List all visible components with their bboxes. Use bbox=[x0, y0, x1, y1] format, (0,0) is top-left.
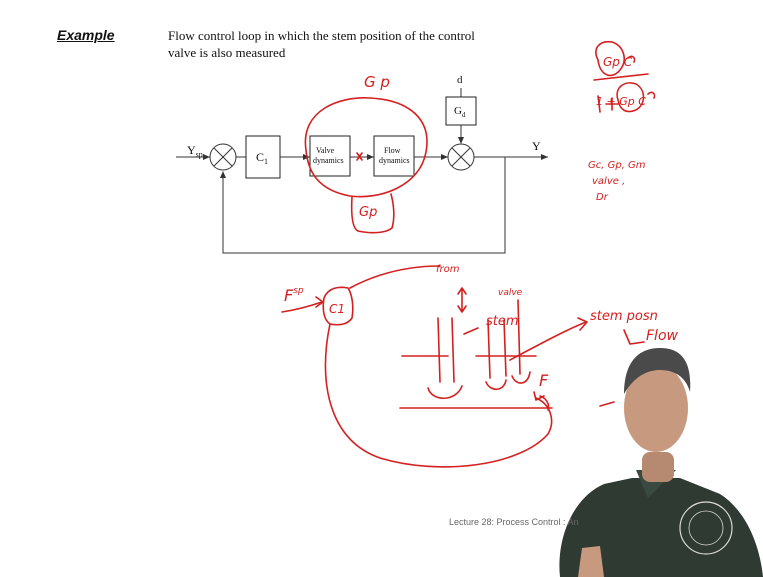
stem-tick bbox=[464, 328, 478, 334]
flow-dynamics-label-1: Flow bbox=[384, 146, 401, 155]
f-setpoint-label: Fsp bbox=[284, 286, 304, 305]
presenter-hand bbox=[578, 546, 604, 577]
presenter-neck bbox=[642, 452, 674, 482]
valve-plug bbox=[428, 386, 462, 398]
stem-rod bbox=[438, 318, 454, 382]
valve-label: valve bbox=[498, 288, 523, 298]
gp-box-label: Gp bbox=[359, 205, 377, 220]
tf-numerator: Gp C bbox=[603, 55, 633, 69]
double-arrow bbox=[458, 288, 466, 312]
fraction-bar bbox=[594, 74, 648, 80]
output-arrow bbox=[541, 154, 548, 160]
valve-arrow bbox=[367, 154, 374, 160]
c-mark-bottom bbox=[648, 92, 655, 98]
valve-dynamics-label-1: Valve bbox=[316, 146, 335, 155]
disturbance-arrow bbox=[458, 137, 464, 144]
c1-to-from bbox=[350, 266, 440, 288]
output-label: Y bbox=[532, 139, 541, 153]
stem-position-note: stem posn bbox=[590, 309, 658, 324]
disturbance-label: d bbox=[457, 74, 463, 86]
flow-note: Flow bbox=[646, 328, 679, 344]
gp-top-label: G p bbox=[364, 73, 390, 91]
printed-diagram: Ysp Y d C1 Gd Valve dynamics Flow dynami… bbox=[176, 74, 548, 253]
from-label: from bbox=[436, 264, 460, 275]
tf-denominator: 1 + Gp C bbox=[596, 95, 646, 108]
side-note-2: valve , bbox=[592, 176, 625, 187]
sensor-bulb bbox=[512, 372, 530, 383]
sensor-line bbox=[518, 300, 520, 374]
handwritten-annotations: G p Gp Gp C 1 + Gp C Gc, Gp, Gm valve , … bbox=[282, 42, 679, 467]
input-arrow bbox=[203, 154, 210, 160]
feedback-loop-arrowhead bbox=[534, 392, 544, 400]
valve-seat bbox=[486, 380, 506, 389]
input-label: Ysp bbox=[187, 143, 203, 159]
feedback-arrow bbox=[220, 171, 226, 178]
dash-right bbox=[600, 402, 614, 406]
stem-label: stem bbox=[486, 314, 519, 329]
valve-dynamics-label-2: dynamics bbox=[313, 156, 344, 165]
flow-f-label: F bbox=[539, 371, 549, 390]
presenter-video bbox=[559, 348, 763, 577]
lecture-footer: Lecture 28: Process Control : An bbox=[449, 517, 579, 527]
flow-dynamics-label-2: dynamics bbox=[379, 156, 410, 165]
stem-position-arrow bbox=[510, 322, 586, 360]
flow-arrow bbox=[441, 154, 448, 160]
summing-junction-1 bbox=[210, 144, 236, 170]
summing-junction-2 bbox=[448, 144, 474, 170]
flow-hook bbox=[624, 330, 644, 344]
side-note-3: Dr bbox=[596, 192, 609, 203]
c1-label: C1 bbox=[329, 302, 345, 316]
side-note-1: Gc, Gp, Gm bbox=[588, 160, 646, 171]
